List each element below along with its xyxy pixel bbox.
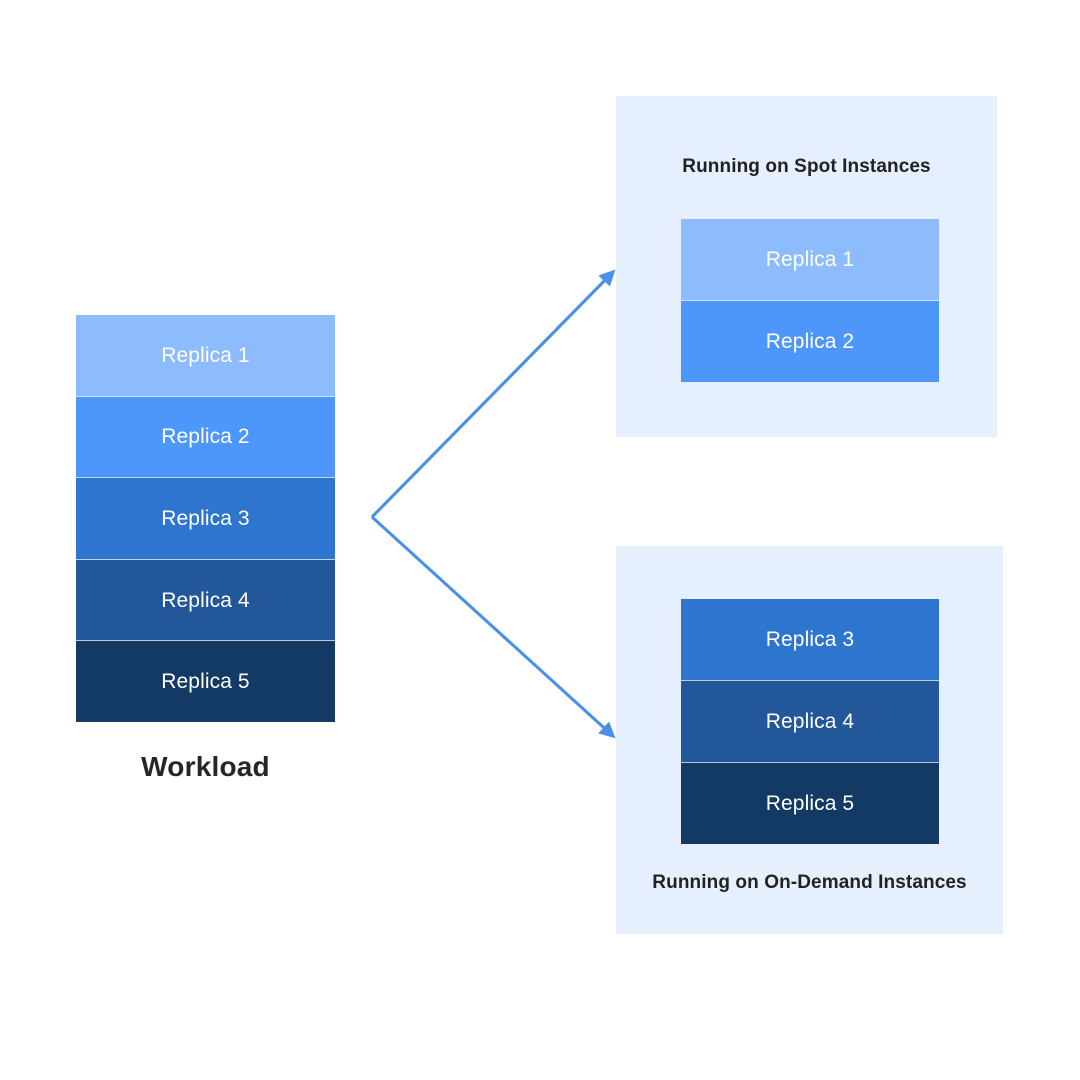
workload-replica-stack: Replica 1 Replica 2 Replica 3 Replica 4 … [76,315,335,722]
workload-replica-2-label: Replica 2 [161,425,250,449]
spot-replica-2: Replica 2 [681,300,939,382]
spot-instances-title: Running on Spot Instances [682,156,931,177]
workload-replica-2: Replica 2 [76,395,335,478]
on-demand-replica-4: Replica 4 [681,680,939,762]
spot-replica-1: Replica 1 [681,219,939,300]
on-demand-replica-5-label: Replica 5 [765,792,855,815]
on-demand-replica-4-label: Replica 4 [765,710,855,733]
spot-replica-stack: Replica 1 Replica 2 [681,219,939,382]
workload-replica-5-label: Replica 5 [161,670,250,694]
spot-replica-1-label: Replica 1 [765,248,855,271]
on-demand-replica-3-label: Replica 3 [765,628,855,651]
on-demand-instances-title: Running on On-Demand Instances [652,872,967,893]
workload-replica-4: Replica 4 [76,558,335,641]
workload-replica-5: Replica 5 [76,640,335,722]
on-demand-replica-3: Replica 3 [681,599,939,680]
workload-replica-4-label: Replica 4 [161,588,250,612]
on-demand-replica-5: Replica 5 [681,762,939,844]
workload-replica-1: Replica 1 [76,315,335,396]
workload-replica-3-label: Replica 3 [161,506,250,530]
spot-replica-2-label: Replica 2 [765,330,855,353]
workload-replica-1-label: Replica 1 [161,343,250,367]
workload-caption: Workload [141,751,270,782]
arrow-to-spot [370,269,616,519]
on-demand-replica-stack: Replica 3 Replica 4 Replica 5 [681,599,939,844]
workload-replica-3: Replica 3 [76,477,335,559]
arrow-to-ondemand [370,515,616,739]
